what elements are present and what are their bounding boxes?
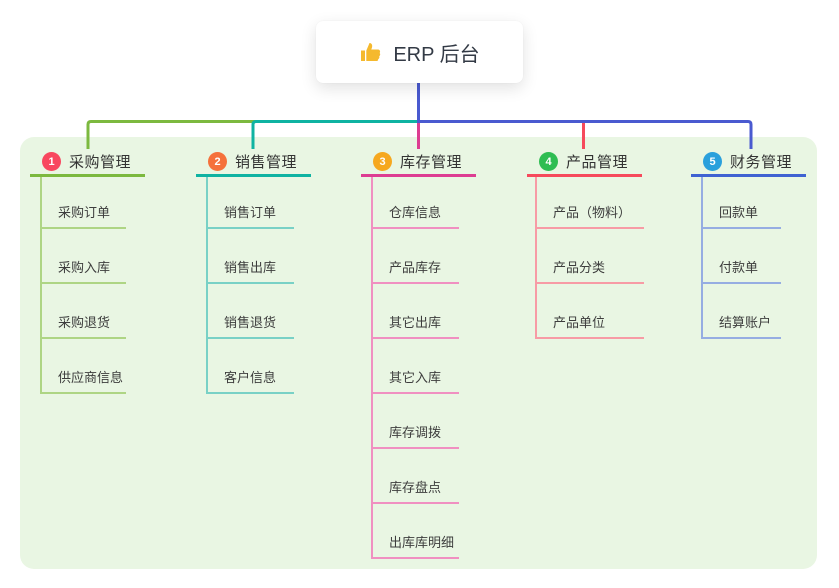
branch-3-label: 库存管理 [400, 154, 463, 171]
mindmap-node[interactable]: 采购订单 [42, 193, 126, 229]
mindmap-node[interactable]: 销售退货 [208, 303, 294, 339]
branch-5-badge: 5 [703, 152, 722, 171]
branch-4-label: 产品管理 [566, 154, 629, 171]
branch-3-header[interactable]: 3 库存管理 [361, 149, 476, 177]
mindmap-node[interactable]: 产品库存 [373, 248, 459, 284]
mindmap-node[interactable]: 出库库明细 [373, 523, 459, 559]
mindmap-node[interactable]: 仓库信息 [373, 193, 459, 229]
root-node[interactable]: ERP 后台 [316, 21, 523, 83]
branch-2-children: 销售订单 销售出库 销售退货 客户信息 [206, 177, 294, 394]
branch-3-badge: 3 [373, 152, 392, 171]
mindmap-node[interactable]: 产品（物料） [537, 193, 644, 229]
branch-4-header[interactable]: 4 产品管理 [527, 149, 642, 177]
mindmap-node[interactable]: 库存盘点 [373, 468, 459, 504]
branch-5-header[interactable]: 5 财务管理 [691, 149, 806, 177]
mindmap-node[interactable]: 采购入库 [42, 248, 126, 284]
mindmap-node[interactable]: 客户信息 [208, 358, 294, 394]
branch-5-children: 回款单 付款单 结算账户 [701, 177, 781, 339]
mindmap-node[interactable]: 回款单 [703, 193, 781, 229]
branch-4-badge: 4 [539, 152, 558, 171]
branch-1-children: 采购订单 采购入库 采购退货 供应商信息 [40, 177, 126, 394]
mindmap-node[interactable]: 供应商信息 [42, 358, 126, 394]
thumbs-up-icon [361, 43, 381, 61]
mindmap-node[interactable]: 产品分类 [537, 248, 644, 284]
root-title: ERP 后台 [393, 43, 480, 66]
branch-4-children: 产品（物料） 产品分类 产品单位 [535, 177, 644, 339]
branch-2-label: 销售管理 [235, 154, 298, 171]
mindmap-node[interactable]: 采购退货 [42, 303, 126, 339]
mindmap-node[interactable]: 其它入库 [373, 358, 459, 394]
branch-5-label: 财务管理 [730, 154, 793, 171]
mindmap-node[interactable]: 其它出库 [373, 303, 459, 339]
branch-2-header[interactable]: 2 销售管理 [196, 149, 311, 177]
branch-2-badge: 2 [208, 152, 227, 171]
mindmap-node[interactable]: 产品单位 [537, 303, 644, 339]
mindmap-node[interactable]: 结算账户 [703, 303, 781, 339]
mindmap-node[interactable]: 付款单 [703, 248, 781, 284]
mindmap-node[interactable]: 销售订单 [208, 193, 294, 229]
branch-1-badge: 1 [42, 152, 61, 171]
mindmap-node[interactable]: 销售出库 [208, 248, 294, 284]
branch-1-label: 采购管理 [69, 154, 132, 171]
branch-1-header[interactable]: 1 采购管理 [30, 149, 145, 177]
mindmap-node[interactable]: 库存调拨 [373, 413, 459, 449]
branches-panel [20, 137, 817, 569]
branch-3-children: 仓库信息 产品库存 其它出库 其它入库 库存调拨 库存盘点 出库库明细 [371, 177, 459, 559]
